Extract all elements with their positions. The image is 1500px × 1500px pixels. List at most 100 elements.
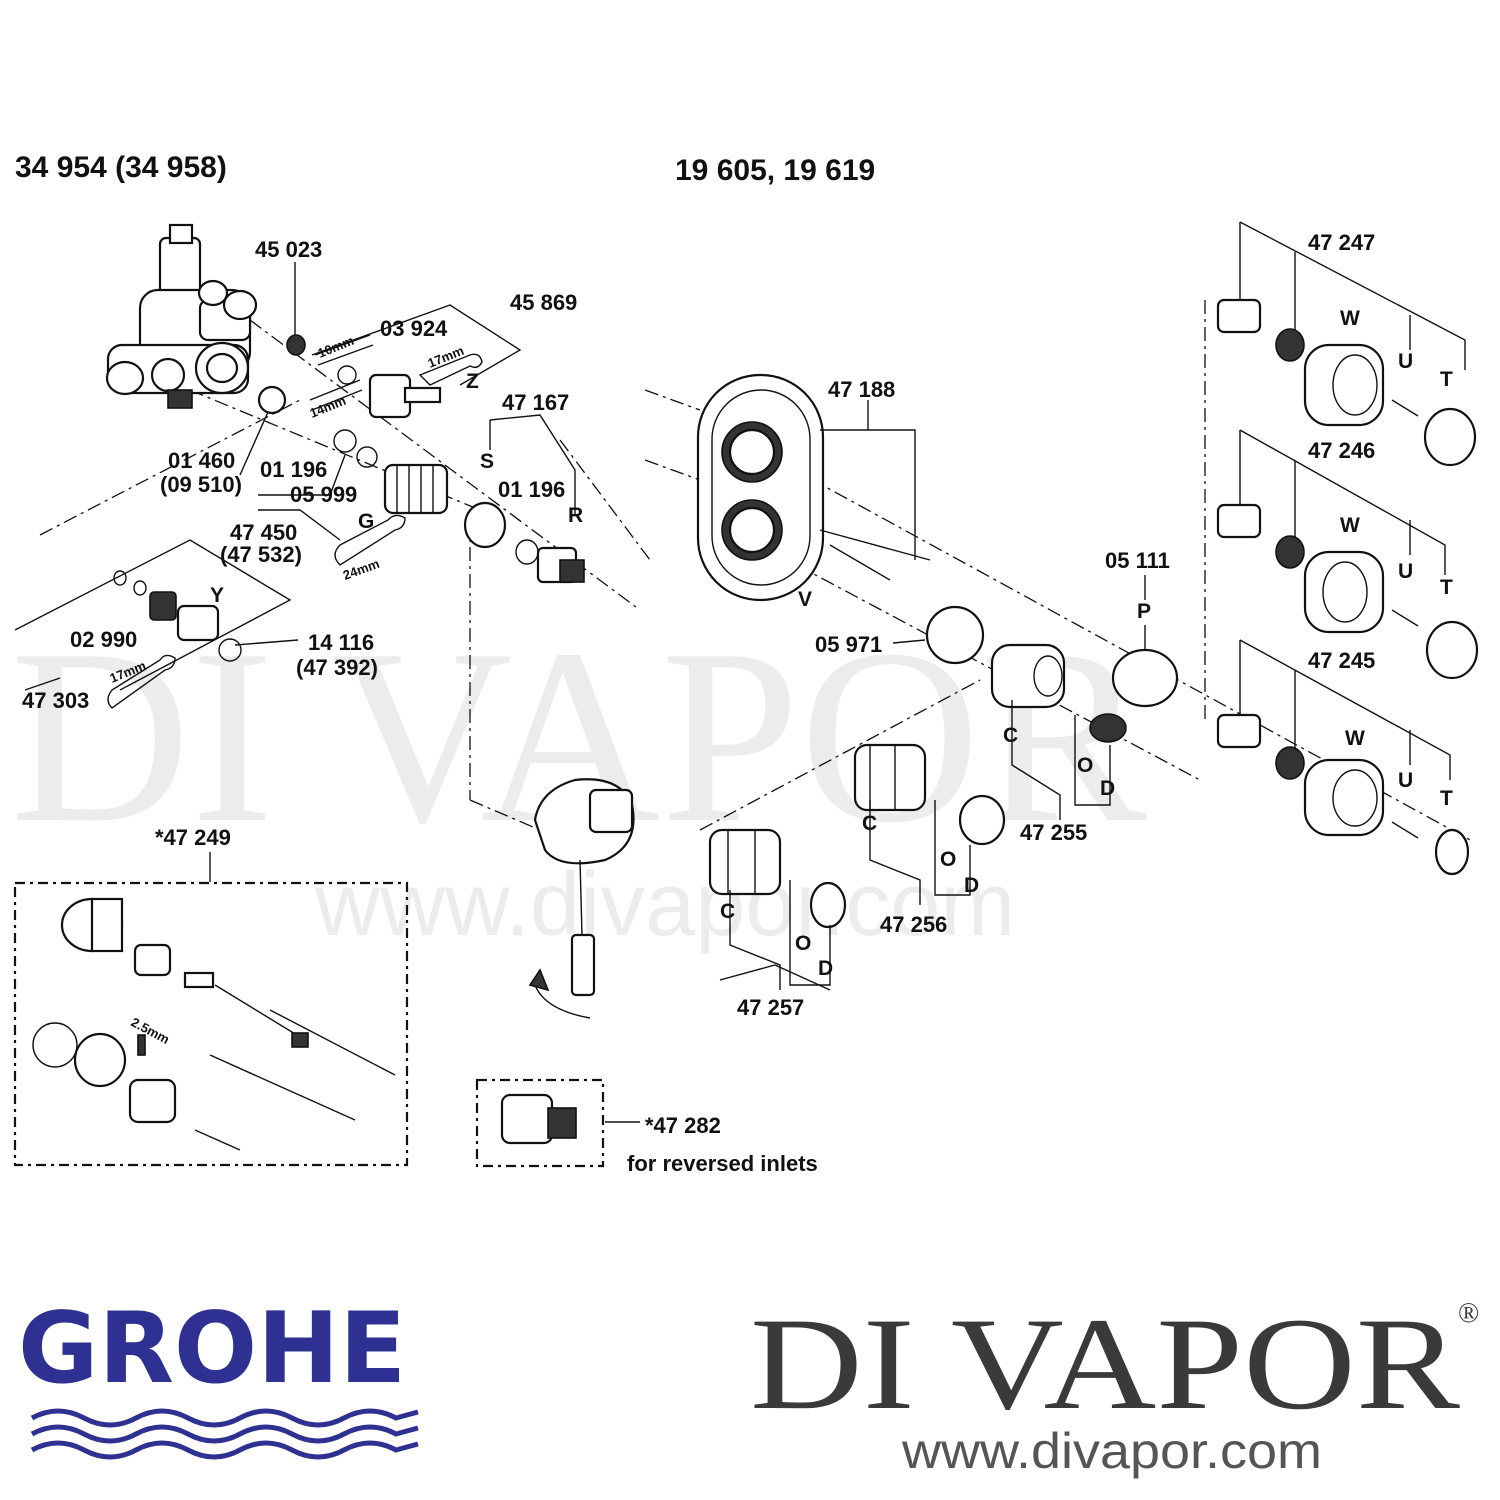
letter-t-47247: T [1440, 368, 1453, 391]
wrench-icon [334, 514, 406, 566]
knob-face [1322, 561, 1368, 623]
letter-u-47247: U [1398, 350, 1413, 373]
spline-adapter [1275, 328, 1305, 362]
label-47257: 47 257 [737, 995, 804, 1020]
tool-size-2-5mm: 2.5mm [129, 1014, 172, 1047]
letter-c-47256: C [862, 812, 877, 835]
letter-c-47255: C [1003, 724, 1018, 747]
letter-r: R [568, 504, 583, 527]
kit-pin [183, 971, 215, 989]
handle-set-47246 [1216, 429, 1479, 680]
cap-t [1434, 828, 1470, 876]
o-ring [133, 580, 147, 596]
spline-adapter [1275, 535, 1305, 569]
label-47167: 47 167 [502, 390, 569, 415]
cap-t [1425, 620, 1479, 680]
letter-o-47255: O [1077, 754, 1093, 777]
label-47256: 47 256 [880, 912, 947, 937]
grohe-wordmark: GROHE [18, 1292, 406, 1406]
label-47255: 47 255 [1020, 820, 1087, 845]
label-47282: *47 282 [645, 1113, 721, 1138]
knob-47247 [1303, 343, 1385, 427]
cap-t [1423, 407, 1477, 467]
plate-outer [696, 373, 825, 602]
rotate-arrow-icon [534, 984, 591, 1019]
wrench-icon [314, 334, 374, 366]
label-01196b: 01 196 [498, 477, 565, 502]
spindle-stem [403, 386, 442, 404]
body-nut [168, 223, 194, 245]
reversed-cartridge-body [500, 1093, 554, 1145]
adapter [1216, 298, 1262, 334]
divapor-url: www.divapor.com [901, 1423, 1322, 1479]
reversed-inlets-note: for reversed inlets [627, 1151, 818, 1176]
letter-w-47247: W [1340, 307, 1360, 330]
label-47392: (47 392) [296, 655, 378, 680]
plate-hole-upper-inner [728, 428, 776, 476]
leader-lines-middle [729, 400, 1146, 990]
label-47249: *47 249 [155, 825, 231, 850]
reversed-inlet-box-47282 [475, 1078, 605, 1168]
handle-47255-face [1033, 655, 1063, 697]
wrench-icon [107, 334, 483, 709]
handle-rod [579, 859, 583, 936]
grohe-wave-icon [30, 1440, 419, 1460]
knob-face [1332, 769, 1378, 827]
letter-z: Z [466, 370, 479, 393]
valve-body-group [39, 223, 651, 1019]
arrow-head-icon [528, 968, 550, 992]
o-ring [218, 638, 242, 662]
handle-47257-body [708, 828, 782, 896]
cartridge-r-thread [559, 559, 585, 583]
label-03924: 03 924 [380, 316, 448, 341]
letter-w-47246: W [1340, 514, 1360, 537]
label-02990: 02 990 [70, 627, 137, 652]
body-plug [167, 389, 193, 409]
handle-47255 [990, 643, 1066, 709]
label-47247: 47 247 [1308, 230, 1375, 255]
label-47188: 47 188 [828, 377, 895, 402]
letter-c-47257: C [720, 900, 735, 923]
kit-spindle [209, 1054, 356, 1121]
leader-lines-left [14, 262, 831, 991]
o-ring [113, 570, 127, 586]
label-45869: 45 869 [510, 290, 577, 315]
kit-bush [133, 943, 172, 977]
kit-rod-end [291, 1032, 309, 1048]
letter-u-47246: U [1398, 560, 1413, 583]
letter-d-47257: D [818, 957, 833, 980]
letter-v: V [798, 588, 812, 611]
label-01460: 01 460 [168, 448, 235, 473]
kit-cartridge [128, 1078, 177, 1124]
letter-o-47257: O [795, 932, 811, 955]
body-port-ring [197, 279, 229, 307]
seal-45023 [286, 334, 306, 356]
sleeve-05111 [1111, 648, 1179, 708]
cartridge-body [383, 463, 449, 515]
label-47245: 47 245 [1308, 648, 1375, 673]
divapor-logo: DI VAPOR ® www.divapor.com [750, 1290, 1479, 1479]
label-14116: 14 116 [308, 630, 374, 655]
sleeve-05971 [925, 605, 985, 665]
screw-long [819, 529, 931, 561]
reversed-cartridge [500, 1093, 577, 1145]
handle-set-47247 [1216, 221, 1477, 467]
knob-face [1332, 354, 1378, 416]
o-ring [337, 365, 357, 385]
tool-size-10mm: 10mm [316, 333, 356, 361]
letter-t-47245: T [1440, 787, 1453, 810]
spindle-03924 [368, 373, 442, 419]
service-kit-parts [32, 897, 396, 1151]
valve-body [105, 223, 258, 409]
handle-set-47245 [1216, 639, 1470, 876]
axis-line [39, 399, 301, 536]
plate-hole-lower-inner [728, 506, 776, 554]
watermark-url: www.divapor.com [314, 855, 1015, 955]
divapor-wordmark: DI VAPOR [750, 1290, 1460, 1437]
thermo-cartridge [383, 463, 449, 515]
reversed-cartridge-thread [547, 1107, 577, 1139]
stop-valve-body [176, 604, 220, 642]
o-ring-01196b [515, 539, 539, 565]
body-inlet-mid [150, 357, 186, 393]
